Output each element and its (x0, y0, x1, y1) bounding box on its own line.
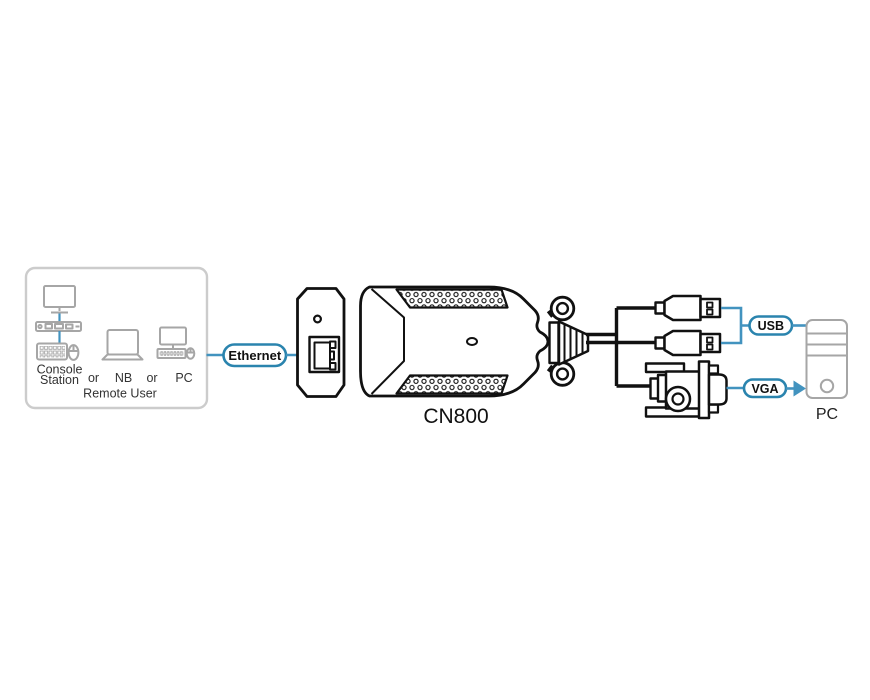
vent-band-bottom (395, 374, 509, 395)
cn800-device (359, 285, 590, 398)
usb-plug-b (654, 329, 722, 357)
ethernet-callout: Ethernet (206, 343, 310, 368)
led-icon (313, 314, 323, 324)
remote-user-label: Remote User (83, 387, 157, 401)
vga-pin-face (707, 373, 728, 406)
cn800-dvi-connector (546, 295, 590, 387)
mouse-icon (67, 344, 80, 361)
mouse-icon (185, 347, 196, 360)
remote-user-box: Console Station or NB or PC Remote User (24, 266, 209, 410)
vga-connector-icon (644, 360, 728, 420)
cn800-left-facet (370, 288, 405, 395)
usb-bracket (721, 306, 750, 345)
connector-plate (548, 321, 560, 365)
console-station-icon (35, 285, 82, 361)
kvm-cables (586, 306, 657, 388)
cn800-model-label: CN800 (423, 405, 488, 428)
cn800-body (359, 285, 550, 398)
laptop-icon (101, 329, 144, 361)
rj45-port-icon (308, 335, 341, 374)
power-button-icon (819, 378, 835, 394)
vga-nub-top (707, 364, 720, 375)
vga-label: VGA (751, 382, 778, 396)
console-label-line2: Station (40, 373, 79, 387)
usb-plug-a (654, 294, 722, 322)
usb-label: USB (758, 319, 784, 333)
console-label-line1: Console (37, 363, 83, 377)
pc-tower-icon (805, 319, 848, 399)
desktop-pc-icon (156, 326, 196, 360)
thumbscrew-icon (664, 385, 692, 413)
pc-tower-label: PC (816, 406, 838, 423)
keyboard-icon (36, 342, 68, 361)
vga-callout: VGA (726, 378, 806, 399)
remote-user-box-outline (24, 266, 209, 410)
pc-label-small: PC (175, 371, 192, 385)
vent-band-top (395, 288, 509, 309)
arrow-right-icon (793, 380, 806, 397)
or-label-2: or (146, 371, 157, 385)
strain-relief (557, 320, 590, 366)
vga-flange (697, 360, 711, 420)
extender-rear-view (296, 287, 346, 398)
pc-tower: PC (805, 319, 848, 423)
thumbscrew-top-icon (549, 295, 576, 322)
usb-callout: USB (721, 306, 807, 345)
nb-label: NB (115, 371, 132, 385)
or-label-1: or (88, 371, 99, 385)
ethernet-label: Ethernet (228, 348, 281, 363)
thumbscrew-bottom-icon (549, 361, 576, 387)
cn800-center-dot (466, 337, 478, 346)
